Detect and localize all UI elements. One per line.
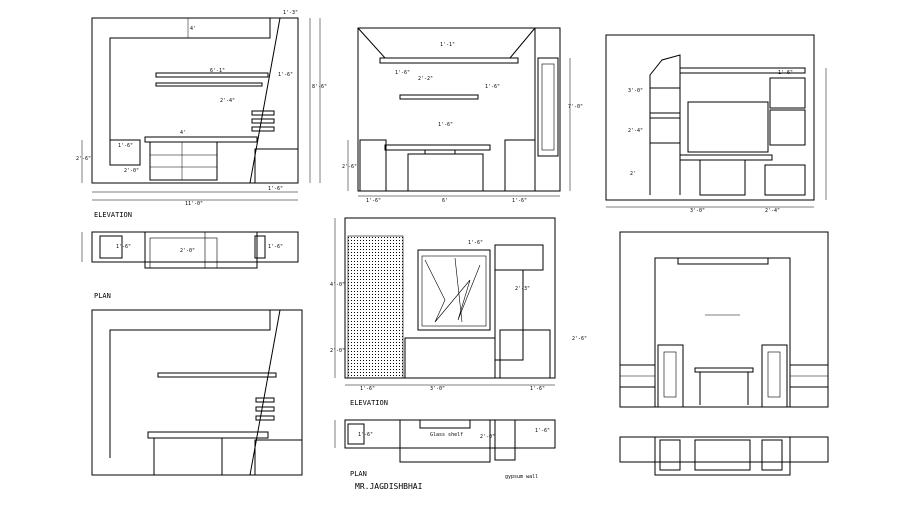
dim-label: 2'-0" <box>480 434 495 440</box>
dim-label: 2' <box>630 171 636 177</box>
plan-caption-left: PLAN <box>94 292 111 300</box>
dim-label: 2'-3" <box>515 286 530 292</box>
dim-label: 1'-6" <box>530 386 545 392</box>
elevation-caption-left: ELEVATION <box>94 211 132 219</box>
dim-label: 1'-6" <box>778 70 793 76</box>
dim-label: 1'-6" <box>438 122 453 128</box>
dim-label: 1'-6" <box>512 198 527 204</box>
dim-label: 2'-0" <box>330 348 345 354</box>
elevation-center-drawing: 1'-1" 1'-6" 2'-2" 1'-6" 1'-6" 7'-0" 2'-6… <box>342 27 583 204</box>
elevation-left-repeat-drawing <box>91 309 303 476</box>
dim-label: 3'-0" <box>430 386 445 392</box>
dim-label: 6' <box>442 198 448 204</box>
dim-label: 2'-6" <box>76 156 91 162</box>
plan-right-drawing <box>619 436 829 476</box>
client-name: MR.JAGDISHBHAI <box>355 482 423 491</box>
dim-label: 2'-4" <box>220 98 235 104</box>
dim-label: 4'-0" <box>330 282 345 288</box>
elevation-right-bed-drawing <box>619 231 829 408</box>
dim-label: 1'-6" <box>358 432 373 438</box>
dim-label: 2'-0" <box>124 168 139 174</box>
dim-label: 1'-6" <box>360 386 375 392</box>
dim-label: 2'-6" <box>342 164 357 170</box>
dim-label: 4' <box>190 26 196 32</box>
dim-label: 1'-6" <box>535 428 550 434</box>
elevation-left-drawing: 1'-3" 4' 6'-1" 1'-6" 2'-4" 8'-6" 4' 1'-6… <box>76 10 327 219</box>
gypsum-wall-note: gypsum wall <box>505 474 538 480</box>
dim-label: 1'-3" <box>283 10 298 16</box>
plan-center-drawing: 1'-6" Glass shelf 2'-0" 1'-6" gypsum wal… <box>334 419 556 491</box>
dim-label: 1'-6" <box>268 244 283 250</box>
dim-label: 1'-6" <box>278 72 293 78</box>
elevation-caption-center: ELEVATION <box>350 399 388 407</box>
dim-label: 7'-0" <box>568 104 583 110</box>
glass-shelf-note: Glass shelf <box>430 432 463 438</box>
plan-left-drawing: 1'-6" 2'-0" 1'-6" PLAN <box>81 231 299 300</box>
dim-label: 2'-0" <box>180 248 195 254</box>
dim-label: 1'-6" <box>116 244 131 250</box>
elevation-center-detail-drawing: 1'-6" 2'-3" 4'-0" 2'-6" 2'-0" 1'-6" 3'-0… <box>330 217 587 407</box>
elevation-right-drawing: 1'-6" 3'-0" 2'-4" 2' 3'-0" 2'-4" <box>605 34 827 214</box>
dim-label: 8'-6" <box>312 84 327 90</box>
dim-label: 2'-4" <box>628 128 643 134</box>
dim-label: 6'-1" <box>210 68 225 74</box>
dim-label: 1'-6" <box>395 70 410 76</box>
dim-label: 3'-0" <box>628 88 643 94</box>
dim-label: 1'-6" <box>485 84 500 90</box>
dim-label: 4' <box>180 130 186 136</box>
dim-label: 1'-6" <box>268 186 283 192</box>
dim-label: 1'-6" <box>468 240 483 246</box>
dim-label: 1'-6" <box>118 143 133 149</box>
dim-label: 1'-1" <box>440 42 455 48</box>
dim-label: 1'-6" <box>366 198 381 204</box>
dim-label: 2'-2" <box>418 76 433 82</box>
dim-label: 11'-0" <box>185 201 203 207</box>
dim-label: 2'-4" <box>765 208 780 214</box>
dim-label: 3'-0" <box>690 208 705 214</box>
plan-caption-center: PLAN <box>350 470 367 478</box>
dim-label: 2'-6" <box>572 336 587 342</box>
